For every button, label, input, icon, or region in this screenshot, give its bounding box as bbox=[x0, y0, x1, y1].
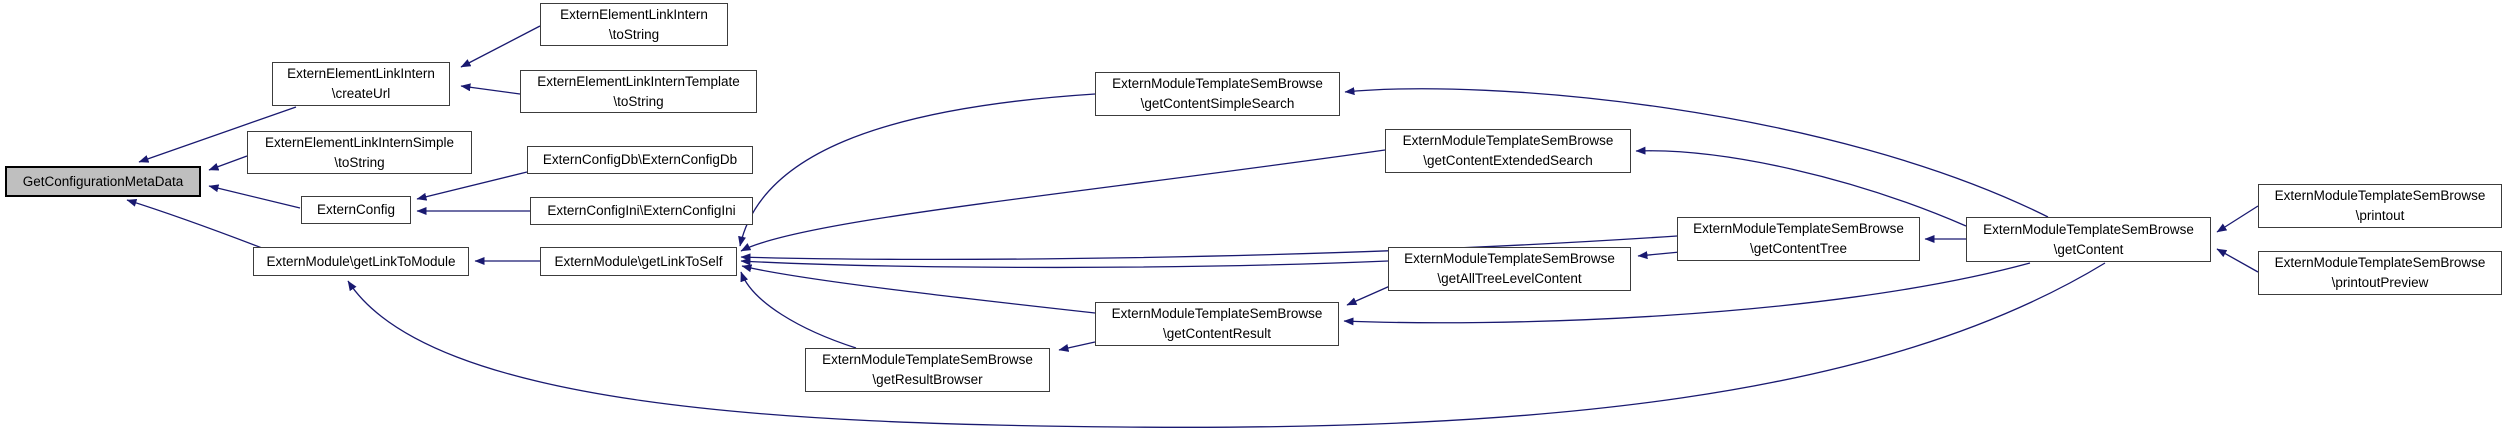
node-getresultbrowser[interactable]: ExternModuleTemplateSemBrowse \getResult… bbox=[805, 348, 1050, 392]
node-label: \printoutPreview bbox=[2331, 275, 2429, 290]
edge-printoutpreview-to-getcontent bbox=[2216, 248, 2259, 273]
node-externelementlinkintern-tostring[interactable]: ExternElementLinkIntern \toString bbox=[540, 3, 728, 46]
edge-eeli-tostring-to-createurl bbox=[460, 25, 541, 68]
node-label: ExternConfig bbox=[316, 202, 396, 217]
node-label: \toString bbox=[613, 93, 664, 109]
edge-linktomodule-to-getconfig bbox=[126, 199, 263, 249]
edge-contenttree-to-alltreelevel bbox=[1637, 251, 1681, 260]
node-label: GetConfigurationMetaData bbox=[22, 173, 184, 189]
node-label: \getContentResult bbox=[1162, 326, 1272, 341]
edge-configdb-to-externconfig bbox=[416, 171, 528, 201]
node-label: ExternElementLinkInternTemplate bbox=[537, 73, 740, 89]
node-getconfigurationmetadata: GetConfigurationMetaData bbox=[5, 166, 201, 197]
node-label: ExternElementLinkIntern bbox=[287, 66, 435, 81]
edge-contentresult-to-linktoself bbox=[741, 264, 1096, 314]
node-label: ExternModuleTemplateSemBrowse bbox=[822, 352, 1033, 367]
edge-alltreelevel-to-contentresult bbox=[1346, 285, 1391, 306]
edge-alltreelevel-to-linktoself bbox=[740, 257, 1389, 269]
node-label: \toString bbox=[334, 154, 385, 170]
node-label: ExternModuleTemplateSemBrowse bbox=[1693, 221, 1904, 236]
node-label: ExternModule\getLinkToSelf bbox=[554, 253, 723, 269]
edge-externconfig-to-getconfig bbox=[208, 184, 301, 209]
node-getcontentextendedsearch[interactable]: ExternModuleTemplateSemBrowse \getConten… bbox=[1385, 129, 1631, 173]
node-externconfig[interactable]: ExternConfig bbox=[301, 196, 411, 224]
node-label: \createUrl bbox=[331, 86, 391, 101]
node-label: \getContent bbox=[2053, 241, 2124, 257]
node-externmodule-getlinktomodule[interactable]: ExternModule\getLinkToModule bbox=[253, 247, 469, 276]
node-externelementlinkintern-createurl[interactable]: ExternElementLinkIntern \createUrl bbox=[272, 62, 450, 106]
node-getcontenttree[interactable]: ExternModuleTemplateSemBrowse \getConten… bbox=[1677, 217, 1920, 261]
edge-resultbrowser-to-linktoself bbox=[740, 271, 857, 349]
node-getalltreelevelcontent[interactable]: ExternModuleTemplateSemBrowse \getAllTre… bbox=[1388, 247, 1631, 291]
node-label: ExternModuleTemplateSemBrowse bbox=[1404, 251, 1615, 266]
node-label: \getAllTreeLevelContent bbox=[1437, 271, 1582, 286]
node-label: ExternElementLinkInternSimple bbox=[264, 134, 455, 150]
node-externelementlinkinterntemplate-tostring[interactable]: ExternElementLinkInternTemplate \toStrin… bbox=[520, 70, 757, 113]
node-getcontent[interactable]: ExternModuleTemplateSemBrowse \getConten… bbox=[1966, 217, 2211, 262]
node-label: ExternModuleTemplateSemBrowse bbox=[2274, 188, 2486, 203]
node-label: \toString bbox=[608, 26, 660, 42]
node-label: \getContentTree bbox=[1749, 241, 1848, 256]
edge-extendedsearch-to-linktoself bbox=[740, 149, 1386, 252]
edge-printout-to-getcontent bbox=[2216, 205, 2259, 233]
node-label: ExternModuleTemplateSemBrowse bbox=[1402, 133, 1614, 148]
node-label: ExternConfigDb\ExternConfigDb bbox=[542, 152, 738, 167]
node-externelementlinkinternsimple-tostring[interactable]: ExternElementLinkInternSimple \toString bbox=[247, 131, 472, 174]
edge-eelisimple-tostring-to-getconfig bbox=[208, 155, 248, 171]
node-label: \getResultBrowser bbox=[872, 372, 983, 387]
node-label: ExternModuleTemplateSemBrowse bbox=[1983, 221, 2194, 237]
node-externmodule-getlinktoself[interactable]: ExternModule\getLinkToSelf bbox=[540, 247, 737, 276]
node-label: \printout bbox=[2355, 208, 2405, 223]
node-externconfigdb[interactable]: ExternConfigDb\ExternConfigDb bbox=[527, 146, 753, 174]
node-label: \getContentSimpleSearch bbox=[1140, 96, 1295, 111]
node-printoutpreview[interactable]: ExternModuleTemplateSemBrowse \printoutP… bbox=[2258, 251, 2502, 295]
node-label: \getContentExtendedSearch bbox=[1423, 153, 1593, 168]
node-label: ExternModule\getLinkToModule bbox=[266, 253, 456, 269]
node-label: ExternModuleTemplateSemBrowse bbox=[1111, 306, 1323, 321]
edge-eelitpl-tostring-to-createurl bbox=[460, 83, 521, 95]
node-getcontentsimplesearch[interactable]: ExternModuleTemplateSemBrowse \getConten… bbox=[1095, 72, 1340, 116]
node-label: ExternConfigIni\ExternConfigIni bbox=[547, 203, 736, 218]
node-label: ExternModuleTemplateSemBrowse bbox=[2274, 255, 2486, 270]
edge-simplesearch-to-linktoself bbox=[738, 93, 1096, 247]
node-label: ExternModuleTemplateSemBrowse bbox=[1112, 76, 1323, 91]
node-externconfigini[interactable]: ExternConfigIni\ExternConfigIni bbox=[530, 197, 753, 225]
node-label: ExternElementLinkIntern bbox=[560, 6, 708, 22]
node-printout[interactable]: ExternModuleTemplateSemBrowse \printout bbox=[2258, 184, 2502, 228]
edge-contentresult-to-resultbrowser bbox=[1058, 341, 1096, 352]
node-getcontentresult[interactable]: ExternModuleTemplateSemBrowse \getConten… bbox=[1095, 302, 1339, 346]
edge-getcontent-to-extendedsearch bbox=[1635, 146, 1967, 227]
